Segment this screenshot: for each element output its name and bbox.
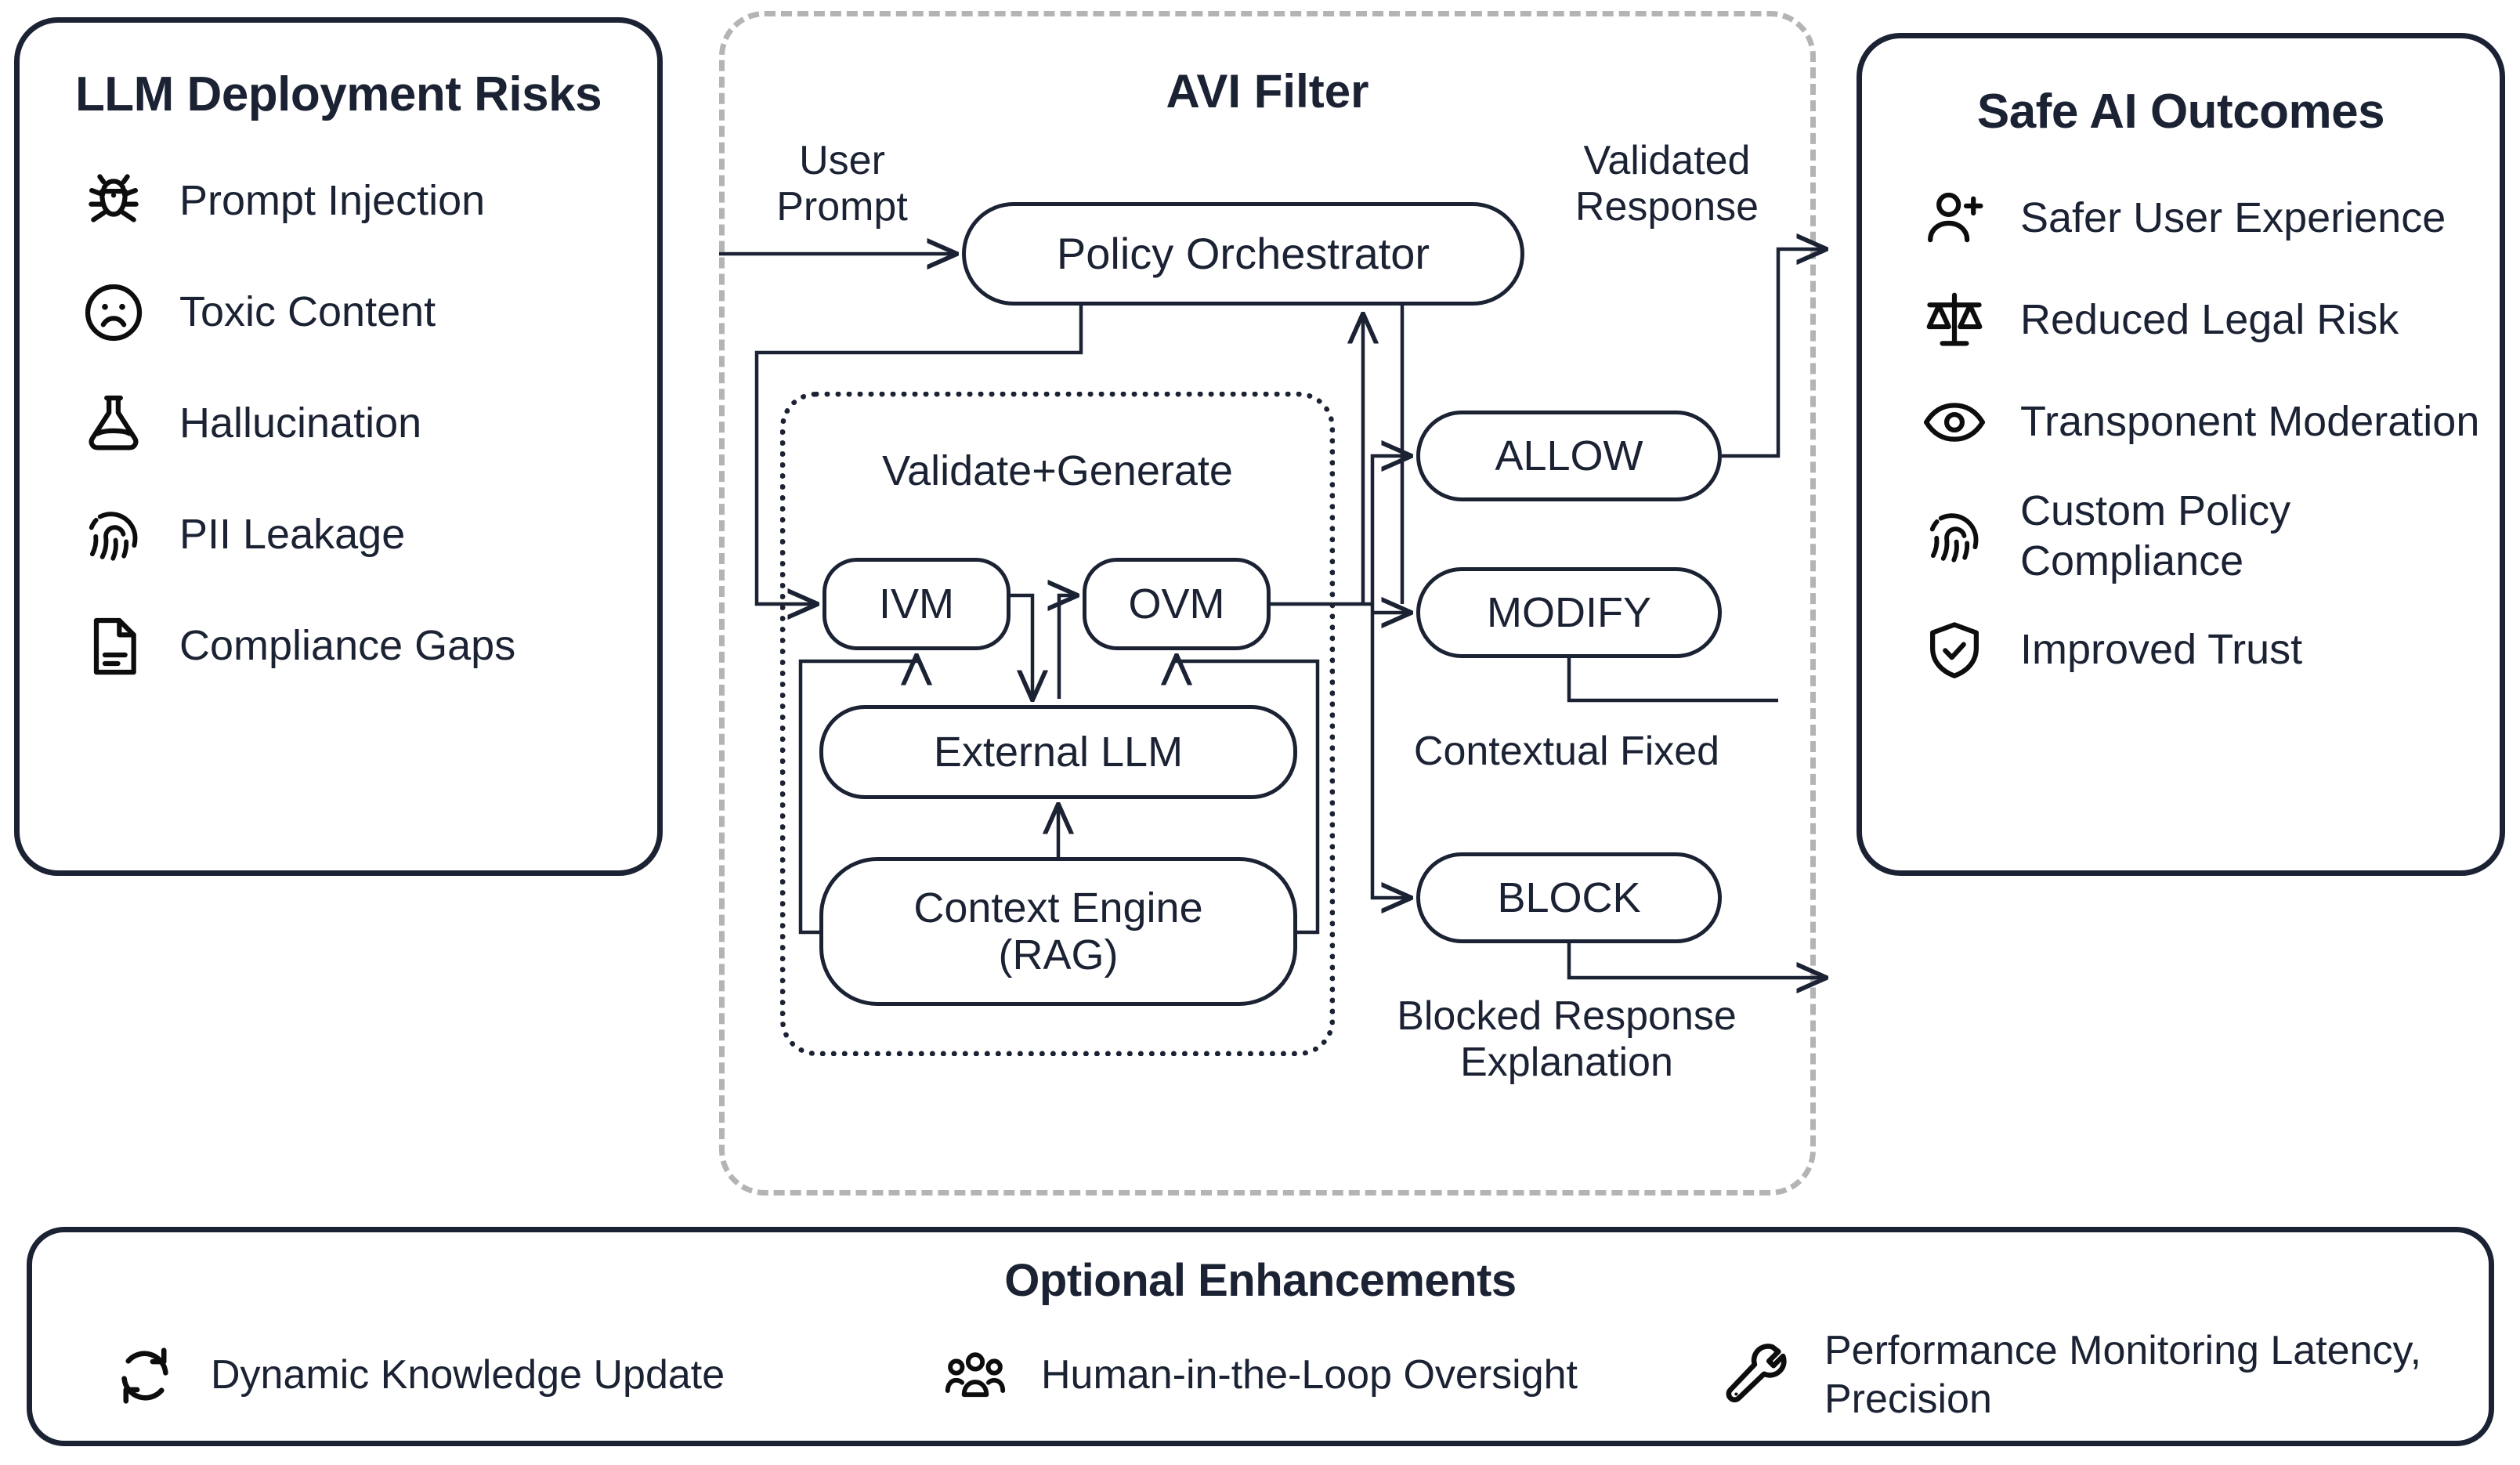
node-context-engine-rag[interactable]: Context Engine (RAG) — [819, 857, 1297, 1006]
list-item-label: Human-in-the-Loop Oversight — [1041, 1351, 1578, 1398]
list-item-label: Reduced Legal Risk — [2020, 296, 2399, 344]
list-item-dynamic-knowledge-update: Dynamic Knowledge Update — [107, 1327, 938, 1423]
validate-generate-label: Validate+Generate — [882, 447, 1233, 494]
list-item-compliance-gaps: Compliance Gaps — [76, 609, 657, 684]
list-item-custom-policy-compliance: Custom Policy Compliance — [1917, 487, 2500, 586]
node-allow[interactable]: ALLOW — [1416, 411, 1722, 501]
node-external-llm[interactable]: External LLM — [819, 705, 1297, 799]
node-label: Policy Orchestrator — [1056, 228, 1430, 278]
list-item-label: Performance Monitoring Latency, Precisio… — [1824, 1328, 2422, 1422]
user-plus-icon — [1917, 181, 1992, 256]
list-item-label: Safer User Experience — [2020, 194, 2446, 242]
optional-enhancements-panel: Optional Enhancements Dynamic Knowledge … — [27, 1227, 2494, 1446]
list-item-label: Custom Policy Compliance — [2020, 487, 2291, 584]
list-item-toxic-content: Toxic Content — [76, 275, 657, 350]
risks-list: Prompt Injection Toxic Content — [76, 164, 657, 684]
node-label: IVM — [878, 580, 954, 628]
list-item-label: Hallucination — [179, 400, 422, 447]
node-modify[interactable]: MODIFY — [1416, 567, 1722, 658]
node-label: External LLM — [933, 728, 1184, 776]
llm-deployment-risks-panel: LLM Deployment Risks Prompt Injection — [14, 17, 663, 876]
refresh-cycle-icon — [107, 1338, 183, 1413]
node-label: ALLOW — [1495, 432, 1643, 479]
people-group-icon — [938, 1338, 1013, 1413]
list-item-label: Toxic Content — [179, 288, 436, 336]
document-icon — [76, 609, 151, 684]
bottom-panel-title: Optional Enhancements — [1004, 1255, 1517, 1306]
shield-check-icon — [1917, 613, 1992, 688]
edge-label-blocked-response-explanation: Blocked Response Explanation — [1397, 993, 1737, 1086]
bug-icon — [76, 164, 151, 239]
node-label: OVM — [1128, 580, 1225, 628]
list-item-improved-trust: Improved Trust — [1917, 613, 2500, 688]
node-label-line2: (RAG) — [998, 931, 1119, 978]
list-item-pii-leakage: PII Leakage — [76, 497, 657, 573]
node-ovm[interactable]: OVM — [1083, 558, 1271, 650]
list-item-label: Dynamic Knowledge Update — [211, 1351, 725, 1398]
list-item-human-in-the-loop-oversight: Human-in-the-Loop Oversight — [938, 1327, 1721, 1423]
frown-face-icon — [76, 275, 151, 350]
list-item-label: Compliance Gaps — [179, 622, 516, 670]
node-label: Context Engine (RAG) — [913, 884, 1202, 979]
list-item-performance-monitoring: Performance Monitoring Latency, Precisio… — [1721, 1327, 2473, 1423]
enhancements-list: Dynamic Knowledge Update — [32, 1327, 2489, 1423]
node-label: MODIFY — [1487, 588, 1651, 636]
list-item-transponent-moderation: Transponent Moderation — [1917, 385, 2500, 460]
list-item-label: PII Leakage — [179, 511, 406, 559]
node-block[interactable]: BLOCK — [1416, 852, 1722, 943]
eye-icon — [1917, 385, 1992, 460]
left-panel-title: LLM Deployment Risks — [74, 67, 602, 121]
edge-label-user-prompt: User Prompt — [776, 138, 908, 230]
list-item-label: Improved Trust — [2020, 626, 2303, 674]
list-item-hallucination: Hallucination — [76, 386, 657, 461]
list-item-safer-user-experience: Safer User Experience — [1917, 181, 2500, 256]
outcomes-list: Safer User Experience Reduced Legal Risk — [1917, 181, 2500, 688]
list-item-reduced-legal-risk: Reduced Legal Risk — [1917, 283, 2500, 358]
scales-icon — [1917, 283, 1992, 358]
edge-label-validated-response: Validated Response — [1575, 138, 1759, 230]
flask-icon — [76, 386, 151, 461]
list-item-prompt-injection: Prompt Injection — [76, 164, 657, 239]
safe-ai-outcomes-panel: Safe AI Outcomes Safer User Experience — [1857, 33, 2505, 876]
fingerprint-icon — [76, 497, 151, 573]
node-policy-orchestrator[interactable]: Policy Orchestrator — [962, 202, 1524, 306]
list-item-label: Prompt Injection — [179, 177, 486, 225]
node-label-line1: Context Engine — [913, 884, 1203, 931]
node-label: BLOCK — [1497, 874, 1641, 921]
right-panel-title: Safe AI Outcomes — [1976, 85, 2385, 139]
wrench-icon — [1721, 1338, 1796, 1413]
fingerprint-icon — [1917, 499, 1992, 574]
list-item-label: Transponent Moderation — [2020, 398, 2480, 446]
avi-filter-region — [719, 11, 1816, 1196]
edge-label-contextual-fixed: Contextual Fixed — [1413, 729, 1720, 774]
node-ivm[interactable]: IVM — [823, 558, 1011, 650]
avi-filter-title: AVI Filter — [1166, 65, 1369, 118]
